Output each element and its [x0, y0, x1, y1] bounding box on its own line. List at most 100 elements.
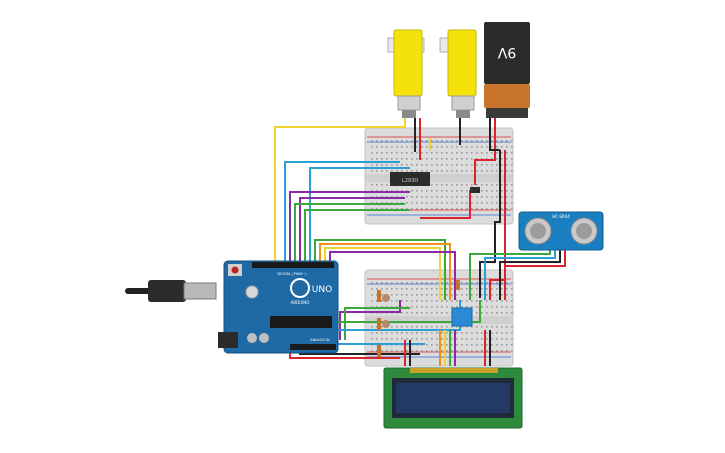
ultrasonic-sensor[interactable]: HC-SR04: [518, 211, 604, 251]
breadboard-hole: [481, 300, 483, 302]
breadboard-hole: [466, 190, 468, 192]
breadboard-hole: [461, 332, 463, 334]
breadboard-hole: [411, 326, 413, 328]
breadboard-hole: [481, 158, 483, 160]
breadboard-hole: [436, 294, 438, 296]
lcd-display[interactable]: [383, 367, 523, 429]
wire-green-3: [314, 239, 446, 300]
breadboard-hole: [476, 294, 478, 296]
breadboard-hole: [406, 140, 408, 142]
wire-red-short: [420, 190, 471, 219]
motor-left[interactable]: [387, 29, 425, 118]
breadboard-hole: [391, 146, 393, 148]
breadboard-hole: [381, 332, 383, 334]
breadboard-hole: [456, 294, 458, 296]
breadboard-hole: [421, 326, 423, 328]
breadboard-hole: [456, 344, 458, 346]
breadboard-hole: [461, 282, 463, 284]
breadboard-hole: [376, 350, 378, 352]
arduino-brand: ARDUINO: [291, 300, 310, 305]
breadboard-hole: [396, 294, 398, 296]
breadboard-hole: [406, 306, 408, 308]
motor-driver-chip[interactable]: L293D: [390, 172, 430, 186]
breadboard-hole: [431, 282, 433, 284]
breadboard-hole: [456, 190, 458, 192]
resistors[interactable]: [377, 280, 460, 357]
breadboard-hole: [376, 164, 378, 166]
breadboard-hole: [456, 350, 458, 352]
breadboard-hole: [501, 146, 503, 148]
breadboard-hole: [391, 282, 393, 284]
breadboard-hole: [511, 164, 513, 166]
breadboard-hole: [481, 140, 483, 142]
breadboard-hole: [506, 164, 508, 166]
breadboard-hole: [416, 306, 418, 308]
breadboard-hole: [486, 294, 488, 296]
breadboard-hole: [496, 170, 498, 172]
battery-9v[interactable]: 9V: [484, 22, 530, 118]
breadboard-hole: [416, 338, 418, 340]
breadboard-hole: [511, 300, 513, 302]
breadboard-hole: [436, 208, 438, 210]
breadboard-hole: [381, 294, 383, 296]
breadboard-hole: [376, 282, 378, 284]
breadboard-hole: [406, 326, 408, 328]
breadboard-hole: [476, 184, 478, 186]
breadboard-hole: [481, 196, 483, 198]
breadboard-hole: [371, 294, 373, 296]
breadboard-hole: [456, 208, 458, 210]
breadboard-hole: [486, 202, 488, 204]
capacitor[interactable]: [470, 187, 480, 193]
breadboard-hole: [416, 312, 418, 314]
breadboard-hole: [401, 326, 403, 328]
breadboard-hole: [381, 140, 383, 142]
breadboard-hole: [446, 158, 448, 160]
breadboard-hole: [426, 338, 428, 340]
breadboard-hole: [421, 202, 423, 204]
breadboard-hole: [441, 350, 443, 352]
breadboard-hole: [376, 294, 378, 296]
breadboard-hole: [501, 196, 503, 198]
breadboard-hole: [421, 300, 423, 302]
usb-cable[interactable]: [125, 280, 217, 302]
breadboard-hole: [511, 196, 513, 198]
breadboard-hole: [441, 146, 443, 148]
breadboard-hole: [476, 158, 478, 160]
motor-right[interactable]: [439, 29, 477, 118]
breadboard-hole: [406, 202, 408, 204]
breadboard-hole: [401, 146, 403, 148]
breadboard-hole: [401, 140, 403, 142]
breadboard-hole: [401, 332, 403, 334]
breadboard-hole: [406, 152, 408, 154]
breadboard-hole: [446, 306, 448, 308]
breadboard-hole: [441, 332, 443, 334]
breadboard-hole: [481, 326, 483, 328]
breadboard-hole: [486, 306, 488, 308]
breadboard-hole: [491, 288, 493, 290]
breadboard-hole: [396, 152, 398, 154]
breadboard-hole: [391, 300, 393, 302]
breadboard-hole: [481, 282, 483, 284]
dip-switch[interactable]: [451, 307, 473, 327]
breadboard-hole: [436, 170, 438, 172]
breadboard-hole: [451, 158, 453, 160]
breadboard-hole: [506, 140, 508, 142]
breadboard-hole: [461, 202, 463, 204]
breadboard-hole: [406, 146, 408, 148]
breadboard-hole: [441, 158, 443, 160]
breadboard-hole: [506, 152, 508, 154]
breadboard-hole: [451, 196, 453, 198]
breadboard-hole: [481, 152, 483, 154]
breadboard-hole: [456, 158, 458, 160]
breadboard-hole: [381, 196, 383, 198]
breadboard-hole: [386, 140, 388, 142]
breadboard-hole: [411, 306, 413, 308]
breadboard-hole: [411, 208, 413, 210]
breadboard-hole: [406, 164, 408, 166]
breadboard-hole: [386, 288, 388, 290]
breadboard-hole: [431, 158, 433, 160]
breadboard-hole: [406, 190, 408, 192]
arduino-uno[interactable]: UNO ARDUINO DIGITAL (PWM~) ANALOG IN: [218, 260, 339, 354]
wire-sensor-vcc: [504, 248, 566, 300]
